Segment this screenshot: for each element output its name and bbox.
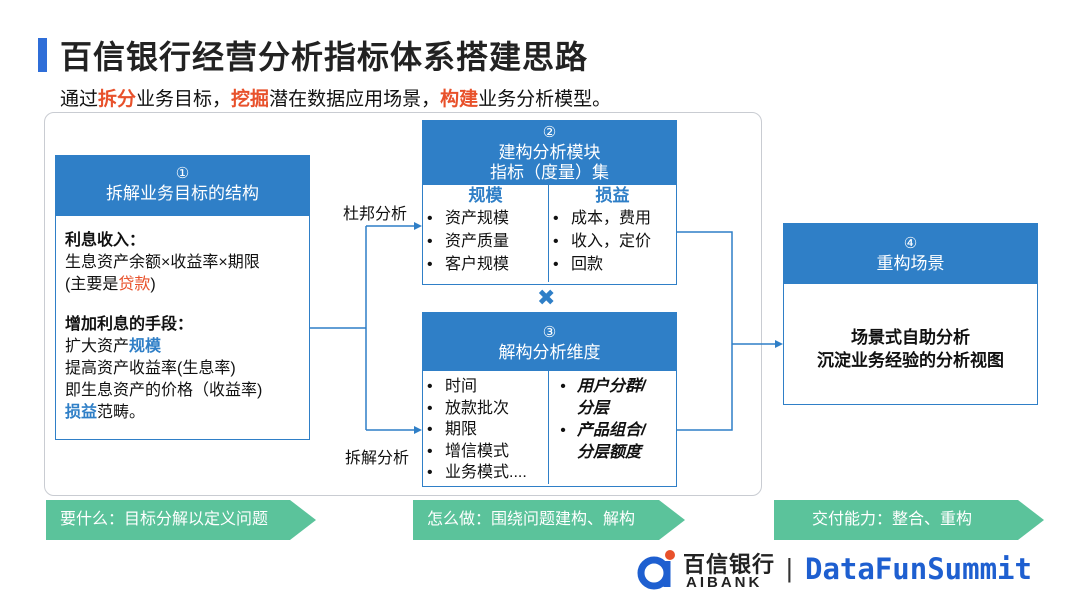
- list-item: 资产质量: [423, 230, 548, 253]
- list-item: 资产规模: [423, 207, 548, 230]
- subtitle-text: 业务目标，: [136, 89, 232, 110]
- title-accent-bar: [38, 38, 47, 72]
- subtitle-highlight: 拆分: [98, 89, 137, 110]
- interest-formula: 生息资产余额×收益率×期限: [65, 254, 260, 271]
- box-rebuild-scene-header: ④ 重构场景: [784, 224, 1037, 284]
- connector-merge: [675, 231, 733, 431]
- dupont-analysis-label: 杜邦分析: [343, 206, 408, 223]
- box-rebuild-scene-body: 场景式自助分析 沉淀业务经验的分析视图: [784, 284, 1037, 372]
- step-arrow-deliver: 交付能力：整合、重构: [774, 500, 1044, 540]
- box-build-module: ② 建构分析模块 指标（度量）集 规模 资产规模 资产质量 客户规模 损益 成本…: [422, 120, 677, 285]
- subtitle-text: 通过: [60, 89, 99, 110]
- means-line-1: 扩大资产规模: [65, 336, 309, 358]
- segment-item-1-line-1: 用户分群/: [577, 378, 646, 395]
- scale-header: 规模: [468, 186, 503, 205]
- decompose-analysis-label: 拆解分析: [345, 450, 410, 467]
- step-number: ③: [542, 324, 557, 341]
- box-deconstruct-dimension-body: 时间 放款批次 期限 增信模式 业务模式.... • 用户分群/ 分层 • 产品…: [423, 371, 676, 484]
- means-line-4: 损益范畴。: [65, 402, 309, 424]
- step-number: ④: [903, 235, 918, 252]
- list-item: • 产品组合/ 分层额度: [549, 420, 676, 464]
- pnl-header: 损益: [595, 186, 630, 205]
- segment-column: • 用户分群/ 分层 • 产品组合/ 分层额度: [549, 371, 676, 484]
- step-number: ②: [542, 124, 557, 141]
- segment-item-1-line-2: 分层: [577, 400, 610, 417]
- mainly-prefix: (主要是: [65, 276, 119, 293]
- page-title: 百信银行经营分析指标体系搭建思路: [60, 39, 589, 75]
- box-deconstruct-dimension: ③ 解构分析维度 时间 放款批次 期限 增信模式 业务模式.... • 用户分群…: [422, 312, 677, 487]
- segment-item-1: 用户分群/ 分层: [577, 376, 645, 420]
- mainly-line: (主要是贷款): [65, 274, 309, 296]
- dimension-column: 时间 放款批次 期限 增信模式 业务模式....: [423, 371, 549, 484]
- mainly-highlight: 贷款: [118, 276, 151, 293]
- scale-column: 规模 资产规模 资产质量 客户规模: [423, 185, 549, 282]
- step-arrow-how: 怎么做：围绕问题建构、解构: [413, 500, 685, 540]
- box-deconstruct-dimension-header: ③ 解构分析维度: [423, 313, 676, 371]
- means-1-prefix: 扩大资产: [65, 338, 130, 355]
- dimension-list: 时间 放款批次 期限 增信模式 业务模式....: [423, 376, 548, 484]
- box-rebuild-scene: ④ 重构场景 场景式自助分析 沉淀业务经验的分析视图: [783, 223, 1038, 405]
- arrowhead-box2: [414, 222, 422, 230]
- means-4-suffix: 范畴。: [97, 404, 146, 421]
- brand-separator: |: [786, 553, 793, 583]
- segment-item-2-line-1: 产品组合/: [577, 422, 646, 439]
- page-subtitle: 通过拆分业务目标，挖掘潜在数据应用场景，构建业务分析模型。: [60, 84, 611, 111]
- step-arrow-what: 要什么：目标分解以定义问题: [46, 500, 316, 540]
- cross-icon: ✖: [537, 285, 556, 310]
- subtitle-text: 业务分析模型。: [478, 89, 612, 110]
- list-item: 客户规模: [423, 253, 548, 276]
- list-item: 期限: [423, 419, 548, 441]
- bullet: •: [560, 422, 566, 439]
- aibank-logo-icon: [637, 550, 675, 590]
- box-build-module-body: 规模 资产规模 资产质量 客户规模 损益 成本，费用 收入，定价 回款: [423, 185, 676, 282]
- scene-line-1: 场景式自助分析: [851, 328, 970, 347]
- segment-item-2-line-2: 分层额度: [577, 444, 642, 461]
- bullet: •: [560, 378, 566, 395]
- box-title: 重构场景: [876, 254, 945, 273]
- scale-list: 资产规模 资产质量 客户规模: [423, 207, 548, 276]
- box-decompose-goal: ① 拆解业务目标的结构 利息收入： 生息资产余额×收益率×期限 (主要是贷款) …: [55, 155, 310, 440]
- mainly-suffix: ): [150, 276, 156, 293]
- means-heading: 增加利息的手段：: [65, 316, 194, 333]
- list-item: 放款批次: [423, 398, 548, 420]
- pnl-column: 损益 成本，费用 收入，定价 回款: [549, 185, 676, 282]
- means-line-3: 即生息资产的价格（收益率): [65, 382, 263, 399]
- means-1-highlight: 规模: [129, 338, 162, 355]
- means-line-2: 提高资产收益率(生息率): [65, 360, 236, 377]
- arrowhead-box3: [414, 426, 422, 434]
- arrowhead-box4: [775, 340, 783, 348]
- list-item: 收入，定价: [549, 230, 676, 253]
- bank-name-cn: 百信银行: [683, 552, 776, 577]
- list-item: 增信模式: [423, 441, 548, 463]
- box-decompose-goal-body: 利息收入： 生息资产余额×收益率×期限 (主要是贷款) 增加利息的手段： 扩大资…: [56, 216, 309, 424]
- interest-heading: 利息收入：: [65, 232, 146, 249]
- list-item: 时间: [423, 376, 548, 398]
- box-decompose-goal-header: ① 拆解业务目标的结构: [56, 156, 309, 216]
- datafun-summit-logo: DataFunSummit: [805, 552, 1032, 586]
- subtitle-highlight: 构建: [440, 89, 479, 110]
- list-item: 业务模式....: [423, 462, 548, 484]
- box-title: 解构分析维度: [498, 343, 601, 362]
- list-item: • 用户分群/ 分层: [549, 376, 676, 420]
- box-build-module-header: ② 建构分析模块 指标（度量）集: [423, 121, 676, 185]
- box-title-line-2: 指标（度量）集: [490, 163, 609, 182]
- box-title: 拆解业务目标的结构: [106, 184, 259, 203]
- scene-line-2: 沉淀业务经验的分析视图: [817, 351, 1004, 370]
- bank-name-en: AIBANK: [686, 574, 763, 591]
- box-title-line-1: 建构分析模块: [498, 143, 601, 162]
- subtitle-highlight: 挖掘: [231, 89, 270, 110]
- subtitle-text: 潜在数据应用场景，: [269, 89, 441, 110]
- pnl-list: 成本，费用 收入，定价 回款: [549, 207, 676, 276]
- list-item: 回款: [549, 253, 676, 276]
- aibank-logo: [634, 547, 680, 593]
- means-4-highlight: 损益: [65, 404, 98, 421]
- step-number: ①: [175, 165, 190, 182]
- segment-item-2: 产品组合/ 分层额度: [577, 420, 645, 464]
- list-item: 成本，费用: [549, 207, 676, 230]
